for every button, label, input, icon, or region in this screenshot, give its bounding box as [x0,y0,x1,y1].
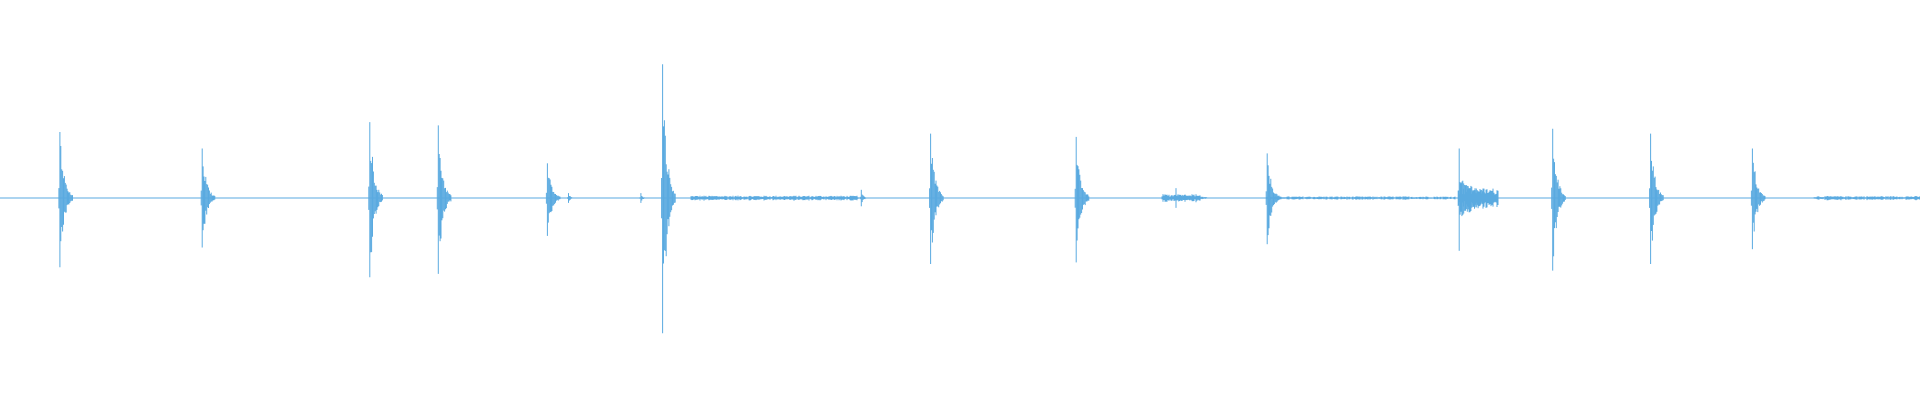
waveform-peaks [58,64,1920,334]
